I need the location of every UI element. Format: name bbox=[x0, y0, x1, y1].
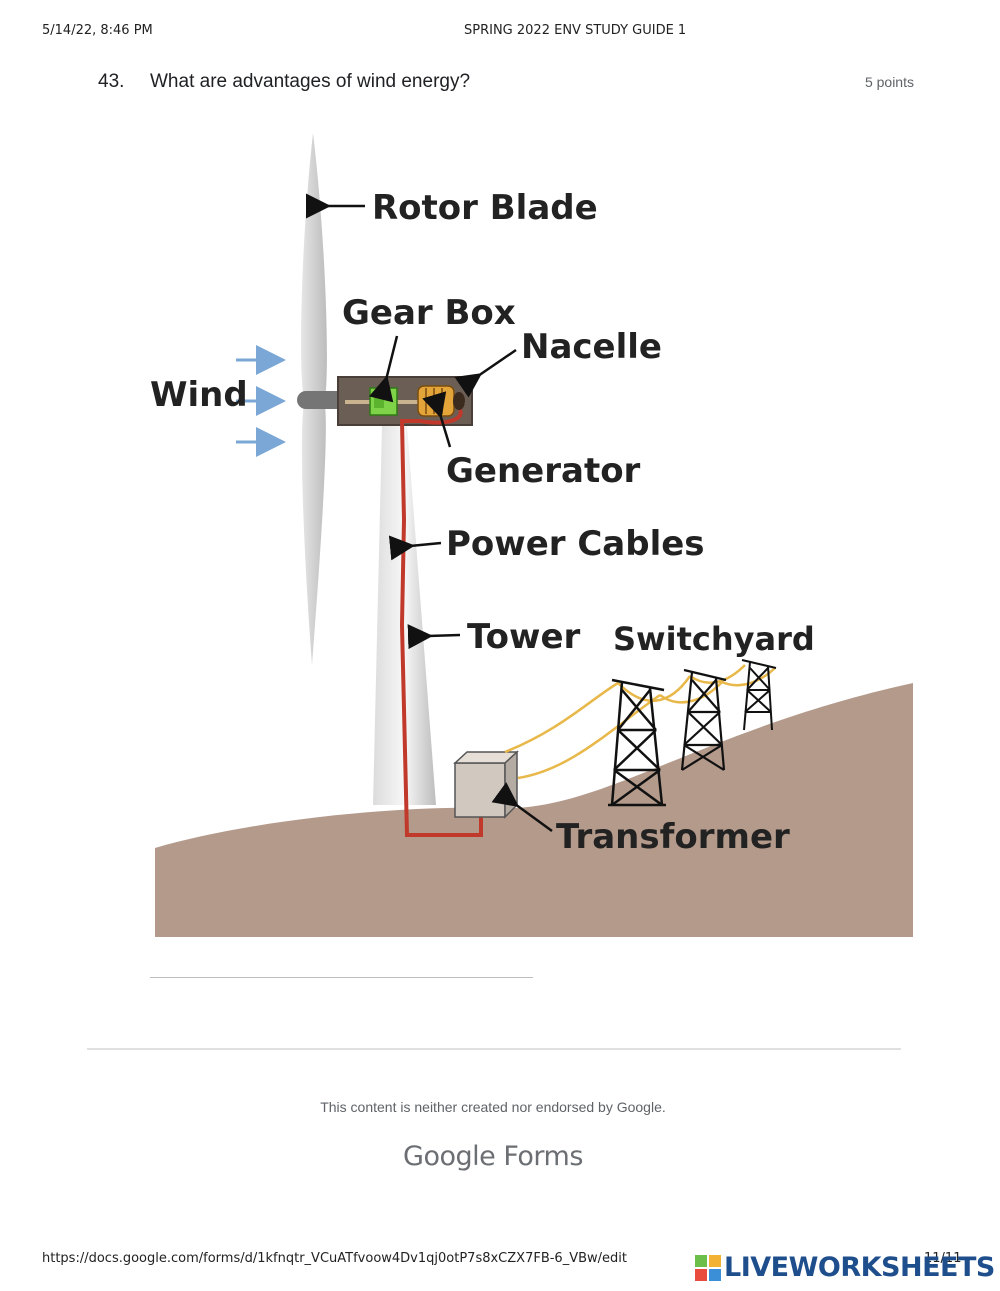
question-number: 43. bbox=[98, 71, 125, 92]
wind-turbine-diagram: Rotor Blade Gear Box Nacelle Wind Genera… bbox=[150, 133, 913, 937]
label-wind: Wind bbox=[150, 375, 248, 415]
liveworksheets-logo[interactable]: LIVEWORKSHEETS bbox=[695, 1250, 995, 1286]
label-gear-box: Gear Box bbox=[342, 293, 516, 333]
label-transformer: Transformer bbox=[556, 817, 790, 857]
wind-arrows bbox=[236, 345, 286, 457]
document-title: SPRING 2022 ENV STUDY GUIDE 1 bbox=[464, 23, 687, 38]
tower bbox=[373, 425, 436, 805]
google-disclaimer: This content is neither created nor endo… bbox=[320, 1099, 666, 1115]
label-nacelle: Nacelle bbox=[521, 327, 662, 367]
nacelle-arrow bbox=[454, 348, 517, 398]
power-lines bbox=[504, 664, 776, 780]
switchyard-pylon bbox=[608, 678, 666, 807]
liveworksheets-icon bbox=[695, 1255, 721, 1281]
power-cables-arrow bbox=[388, 535, 442, 561]
transformer-arrow bbox=[491, 782, 553, 833]
generator-arrow bbox=[422, 391, 452, 448]
switchyard-pylon bbox=[741, 659, 777, 731]
page-number: 11/11 bbox=[924, 1251, 962, 1266]
answer-line[interactable] bbox=[150, 977, 533, 978]
question-points: 5 points bbox=[864, 74, 914, 90]
question-text: What are advantages of wind energy? bbox=[150, 71, 471, 92]
gear-box-icon bbox=[369, 387, 398, 416]
switchyard-pylon bbox=[680, 668, 727, 771]
gear-box-arrow bbox=[369, 335, 399, 403]
label-generator: Generator bbox=[446, 451, 641, 491]
liveworksheets-wordmark: LIVEWORKSHEETS bbox=[724, 1252, 995, 1283]
rotor-hub bbox=[297, 391, 345, 409]
label-power-cables: Power Cables bbox=[446, 524, 705, 564]
label-switchyard: Switchyard bbox=[613, 620, 815, 658]
transformer-icon bbox=[453, 750, 519, 819]
power-cable bbox=[399, 409, 483, 837]
tower-arrow bbox=[407, 624, 461, 650]
label-tower: Tower bbox=[467, 617, 581, 657]
google-forms-logo: Google Forms bbox=[403, 1141, 583, 1172]
label-rotor-blade: Rotor Blade bbox=[372, 188, 598, 228]
ground bbox=[155, 683, 913, 937]
page-url: https://docs.google.com/forms/d/1kfnqtr_… bbox=[42, 1251, 627, 1266]
print-datetime: 5/14/22, 8:46 PM bbox=[42, 23, 153, 38]
section-divider bbox=[87, 1048, 901, 1050]
